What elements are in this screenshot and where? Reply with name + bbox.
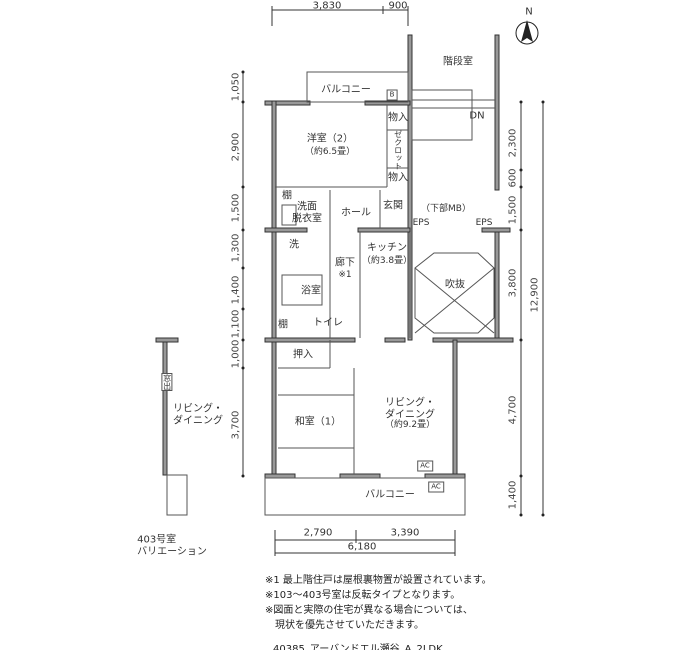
meter-box-label: （下部MB）	[421, 203, 471, 214]
dim-right-5: 4,700	[507, 395, 519, 425]
dim-right-1: 2,300	[507, 128, 519, 158]
japanese-room-label: 和室（1）	[294, 416, 342, 428]
toilet-label: トイレ	[313, 317, 343, 329]
dim-left-1: 1,050	[230, 72, 242, 102]
kitchen-size: （約3.8畳）	[361, 255, 413, 266]
dim-bottom-total: 6,180	[347, 541, 377, 553]
dim-bottom-2: 3,390	[390, 527, 420, 539]
bathroom-label: 浴室	[301, 285, 321, 297]
variation-living-label: リビング・ ダイニング	[173, 403, 223, 427]
living-size: （約9.2畳）	[384, 419, 436, 430]
western-room-label: 洋室（2）	[306, 133, 354, 145]
dim-left-8: 3,700	[230, 410, 242, 440]
dim-right-4: 3,800	[507, 268, 519, 298]
note-mark-label: ※1	[338, 269, 352, 280]
dim-right-6: 1,400	[507, 480, 519, 510]
storage-1-label: 物入	[388, 112, 408, 124]
kitchen-label: キッチン	[367, 242, 407, 254]
dim-left-6: 1,100	[230, 309, 242, 339]
washer-label: 洗	[289, 239, 299, 251]
note-1: ※1 最上階住戸は屋根裏物置が設置されています。	[265, 575, 492, 586]
corridor-label: 廊下	[335, 257, 355, 269]
down-label: DN	[469, 110, 485, 122]
note-3: ※図面と実際の住宅が異なる場合については、	[265, 605, 473, 616]
shelf-1-label: 棚	[282, 190, 292, 202]
note-2: ※103～403号室は反転タイプとなります。	[265, 590, 461, 601]
dim-right-3: 1,500	[507, 195, 519, 225]
balcony-top-label: バルコニー	[321, 84, 371, 96]
entrance-label: 玄関	[383, 200, 403, 212]
western-room-size: （約6.5畳）	[304, 146, 356, 157]
eps-2-label: EPS	[475, 217, 493, 228]
dim-right-2: 600	[507, 168, 519, 188]
dim-top-2: 900	[388, 0, 408, 12]
variation-caption: 403号室 バリエーション	[137, 534, 207, 558]
dim-right-total: 12,900	[529, 277, 541, 313]
window-label: 窓出	[161, 373, 173, 391]
ac-2-box: AC	[428, 481, 444, 493]
washroom-label: 洗面 脱衣室	[292, 201, 322, 225]
note-4: 現状を優先させていただきます。	[265, 620, 424, 631]
footer-label: 40385_アーバンドエル瀬谷_A_2LDK	[273, 644, 443, 650]
dim-left-4: 1,300	[230, 233, 242, 263]
dim-left-7: 1,000	[230, 339, 242, 369]
ac-1-box: AC	[417, 460, 433, 472]
dim-left-2: 2,900	[230, 132, 242, 162]
balcony-bottom-label: バルコニー	[365, 489, 415, 501]
north-arrow-icon	[515, 20, 539, 45]
storage-2-label: 物入	[388, 172, 408, 184]
dim-left-5: 1,400	[230, 275, 242, 305]
dim-left-3: 1,500	[230, 193, 242, 223]
void-label: 吹抜	[445, 279, 465, 291]
shelf-2-label: 棚	[278, 319, 288, 331]
oshiire-label: 押入	[293, 349, 313, 361]
stairwell-label: 階段室	[443, 56, 473, 68]
compass-label: N	[525, 6, 533, 18]
closet-label: ゼクロット	[393, 130, 403, 170]
eps-1-label: EPS	[412, 217, 430, 228]
dim-bottom-1: 2,790	[303, 527, 333, 539]
living-label: リビング・ ダイニング	[385, 397, 435, 421]
dim-top-1: 3,830	[312, 0, 342, 12]
b-box: B	[386, 89, 398, 101]
hall-label: ホール	[341, 207, 371, 219]
